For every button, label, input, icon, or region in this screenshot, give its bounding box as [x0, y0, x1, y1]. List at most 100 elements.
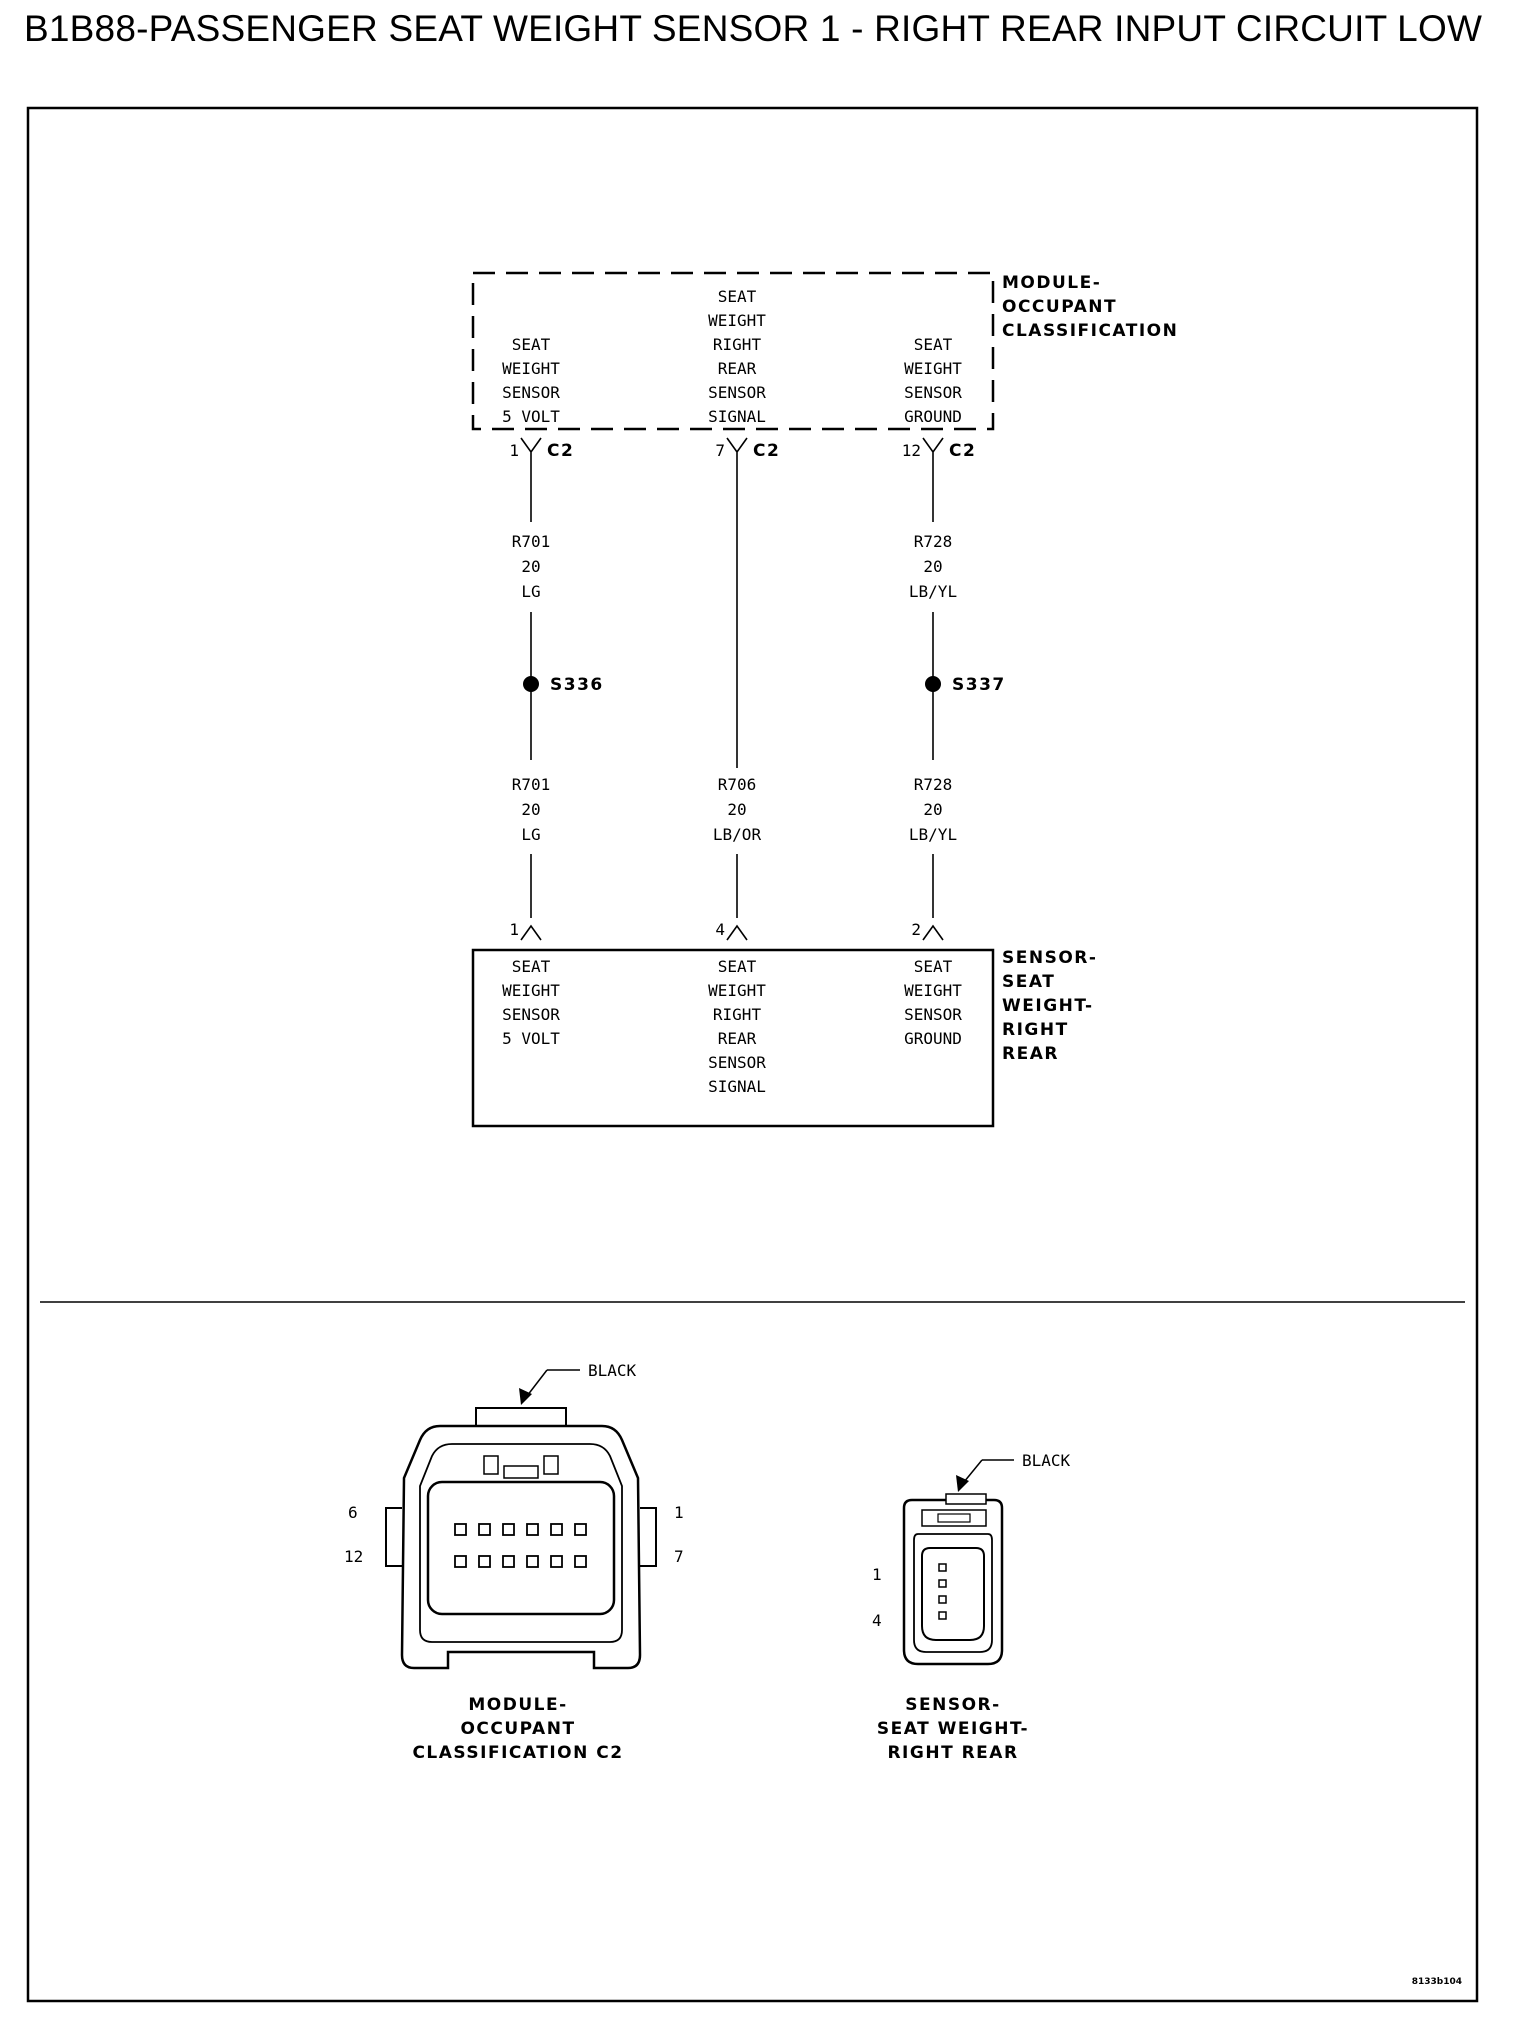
pin-cavity	[574, 1555, 587, 1568]
pin-cavity	[478, 1523, 491, 1536]
module-pin-number: 12	[902, 441, 921, 460]
connector-latch	[945, 1493, 987, 1505]
sensor-func-text: WEIGHT	[708, 981, 766, 1000]
sensor-func-text: RIGHT	[713, 1005, 762, 1024]
key-tab	[543, 1455, 559, 1475]
key-tab	[503, 1465, 539, 1479]
c2-caption-line: CLASSIFICATION C2	[412, 1743, 623, 1763]
connector-latch	[937, 1513, 971, 1523]
c2-pin-label: 1	[674, 1503, 684, 1522]
module-name: MODULE- OCCUPANT CLASSIFICATION	[1002, 273, 1178, 341]
sensor-name-line: WEIGHT-	[1002, 996, 1094, 1016]
module-func-text: SENSOR	[708, 383, 766, 402]
wire-label-text: 20	[727, 800, 746, 819]
splice-dot-right	[925, 676, 941, 692]
pin-cavity	[526, 1555, 539, 1568]
sensor-name-line: RIGHT	[1002, 1020, 1069, 1040]
figure-id: 8133b104	[1412, 1977, 1462, 1987]
c2-caption-line: MODULE-	[468, 1695, 567, 1715]
connector-ear	[385, 1507, 402, 1567]
connector-body	[400, 1424, 642, 1670]
callout-arrow-icon	[519, 1388, 532, 1405]
pin-cavity	[478, 1555, 491, 1568]
module-func-text: SENSOR	[502, 383, 560, 402]
wire-label-right-lower: R728 20 LB/YL	[909, 775, 957, 844]
module-c2-connector: BLACK 6	[344, 1361, 684, 1763]
wire-label-text: R706	[718, 775, 757, 794]
sensor-connector-caption-line: RIGHT REAR	[887, 1743, 1018, 1763]
sensor-func-text: SENSOR	[904, 1005, 962, 1024]
module-left-function: SEAT WEIGHT SENSOR 5 VOLT	[502, 335, 560, 426]
pin-cavity	[550, 1555, 563, 1568]
wire-label-text: LG	[521, 582, 540, 601]
sensor-func-text: GROUND	[904, 1029, 962, 1048]
sensor-right-function: SEAT WEIGHT SENSOR GROUND	[904, 957, 962, 1048]
pin-symbol	[520, 437, 542, 460]
sensor-func-text: SIGNAL	[708, 1077, 766, 1096]
wire-label-text: R728	[914, 775, 953, 794]
sensor-left-function: SEAT WEIGHT SENSOR 5 VOLT	[502, 957, 560, 1048]
module-connector-id: C2	[753, 441, 780, 461]
pin-cavity	[550, 1523, 563, 1536]
pin-symbol	[922, 924, 944, 941]
sensor-func-text: SEAT	[718, 957, 757, 976]
module-mid-function: SEAT WEIGHT RIGHT REAR SENSOR SIGNAL	[708, 287, 766, 426]
wire-label-text: LB/YL	[909, 825, 957, 844]
sensor-name-line: SEAT	[1002, 972, 1055, 992]
callout-arrow-icon	[956, 1475, 969, 1492]
wire-label-text: 20	[521, 800, 540, 819]
pin-cavity	[938, 1595, 947, 1604]
pin-cavities	[938, 1563, 947, 1620]
module-func-text: 5 VOLT	[502, 407, 560, 426]
pin-cavity	[938, 1579, 947, 1588]
pin-cavity	[526, 1523, 539, 1536]
wire-label-text: 20	[923, 800, 942, 819]
c2-pin-label: 6	[348, 1503, 358, 1522]
callout-line	[526, 1369, 548, 1397]
module-pin-number: 1	[509, 441, 519, 460]
module-func-text: SENSOR	[904, 383, 962, 402]
sensor-func-text: 5 VOLT	[502, 1029, 560, 1048]
sensor-pin-number: 1	[509, 920, 519, 939]
sensor-func-text: REAR	[718, 1029, 757, 1048]
wire-label-right-upper: R728 20 LB/YL	[909, 532, 957, 601]
sensor-name-line: REAR	[1002, 1044, 1059, 1064]
module-pin-number: 7	[715, 441, 725, 460]
sensor-connector-caption-line: SEAT WEIGHT-	[877, 1719, 1029, 1739]
sensor-connector: BLACK 1 4 SENSOR- SEAT WEIGHT- RIGHT REA…	[872, 1451, 1071, 1763]
wire-label-text: 20	[521, 557, 540, 576]
module-func-text: WEIGHT	[708, 311, 766, 330]
sensor-mid-function: SEAT WEIGHT RIGHT REAR SENSOR SIGNAL	[708, 957, 766, 1096]
splice-label-left: S336	[550, 675, 604, 695]
connector-latch	[921, 1509, 987, 1527]
module-name-line: CLASSIFICATION	[1002, 321, 1178, 341]
pin-cavities	[454, 1523, 587, 1568]
module-func-text: WEIGHT	[904, 359, 962, 378]
sensor-connector-pin-label: 4	[872, 1611, 882, 1630]
pin-symbol	[726, 924, 748, 941]
pin-cavity-block	[426, 1480, 616, 1616]
wire-label-mid: R706 20 LB/OR	[713, 775, 762, 844]
wire-label-text: LB/YL	[909, 582, 957, 601]
pin-cavity	[574, 1523, 587, 1536]
pin-cavity	[454, 1555, 467, 1568]
module-func-text: SIGNAL	[708, 407, 766, 426]
module-func-text: SEAT	[914, 335, 953, 354]
connector-outline	[913, 1533, 993, 1653]
sensor-connector-pin-label: 1	[872, 1565, 882, 1584]
wire-label-text: R701	[512, 775, 551, 794]
sensor-func-text: SENSOR	[502, 1005, 560, 1024]
module-func-text: RIGHT	[713, 335, 762, 354]
module-box	[471, 271, 995, 431]
callout-line	[963, 1459, 983, 1483]
wire-label-text: 20	[923, 557, 942, 576]
sensor-func-text: WEIGHT	[904, 981, 962, 1000]
module-func-text: SEAT	[512, 335, 551, 354]
sensor-pin-symbols	[520, 924, 944, 941]
module-pin-symbols	[520, 437, 944, 460]
c2-caption: MODULE- OCCUPANT CLASSIFICATION C2	[412, 1695, 623, 1763]
pin-symbol	[922, 437, 944, 460]
sensor-func-text: SEAT	[914, 957, 953, 976]
connector-outline	[419, 1443, 623, 1643]
